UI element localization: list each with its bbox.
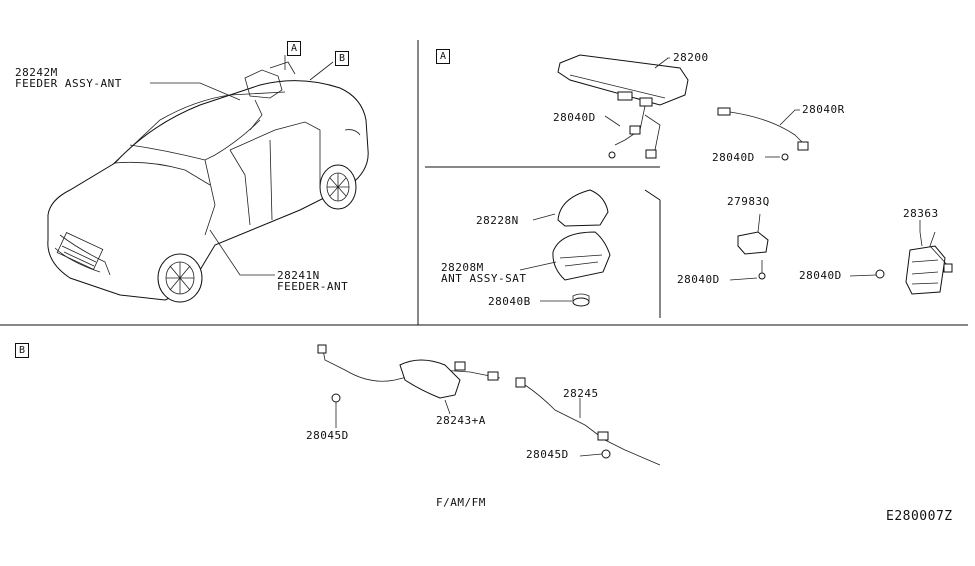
caption-f-am-fm: F/AM/FM [436, 496, 486, 509]
label-28045d-b: 28045D [526, 448, 569, 461]
vehicle-illustration [47, 61, 369, 303]
divider-inner-diag [644, 189, 661, 201]
ref-box-a: A [287, 41, 301, 56]
part-28200-illustration [557, 54, 689, 159]
label-28363: 28363 [903, 207, 939, 220]
label-28040d-a: 28040D [553, 111, 596, 124]
label-28241n-name: FEEDER-ANT [277, 280, 349, 293]
label-28040r: 28040R [802, 103, 845, 116]
label-27983q: 27983Q [727, 195, 770, 208]
label-28245: 28245 [563, 387, 599, 400]
label-28243a: 28243+A [436, 414, 486, 427]
ref-box-b: B [335, 51, 349, 66]
part-28245-illustration [515, 377, 661, 466]
label-28208m: 28208M [441, 261, 484, 274]
section-box-b: B [15, 343, 29, 358]
label-28228n: 28228N [476, 214, 519, 227]
label-28241n: 28241N [277, 269, 320, 282]
label-28242m-name: FEEDER ASSY-ANT [15, 77, 122, 90]
part-28243a-illustration [317, 344, 501, 403]
part-28040r-illustration [717, 107, 809, 161]
label-28040b: 28040B [488, 295, 531, 308]
label-28208m-name: ANT ASSY-SAT [441, 272, 527, 285]
section-box-a: A [436, 49, 450, 64]
part-27983q-illustration [737, 213, 769, 280]
label-28045d-a: 28045D [306, 429, 349, 442]
part-antenna-illustration [552, 189, 611, 307]
label-28040d-c: 28040D [677, 273, 720, 286]
part-28363-illustration [875, 231, 953, 295]
label-28040d-b: 28040D [712, 151, 755, 164]
diagram-code: E280007Z [886, 509, 953, 524]
label-28200: 28200 [673, 51, 709, 64]
label-28040d-d: 28040D [799, 269, 842, 282]
label-28242m: 28242M [15, 66, 58, 79]
